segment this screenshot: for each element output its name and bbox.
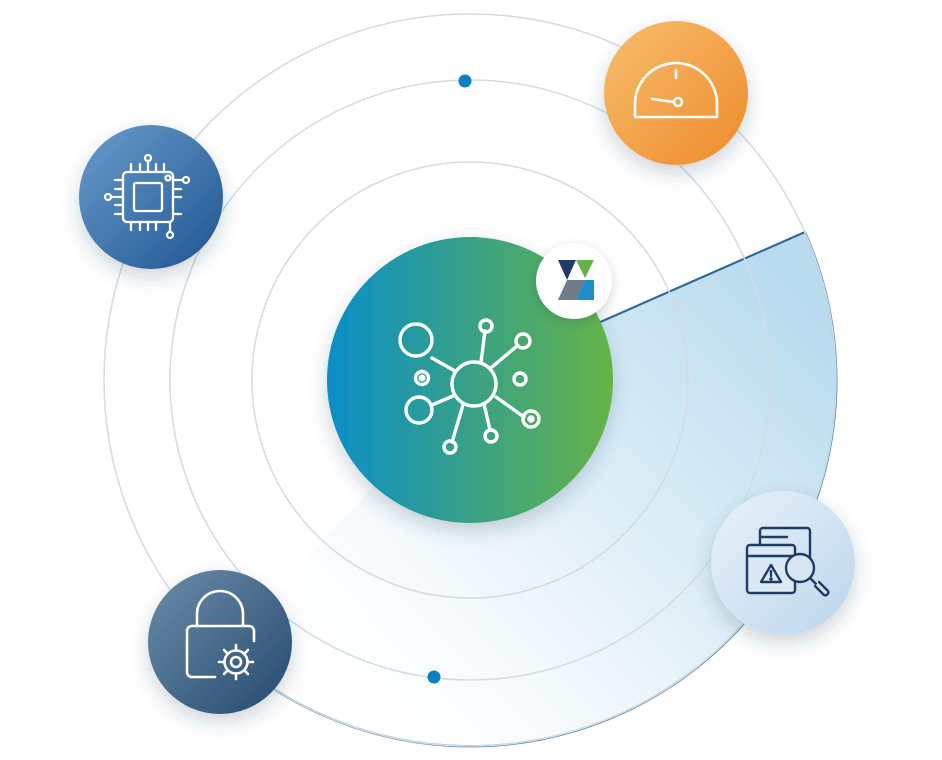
brand-badge <box>536 243 612 319</box>
orbit-dot-bottom <box>427 670 441 684</box>
hub-node <box>327 237 613 523</box>
alert-window-search-icon <box>745 526 830 597</box>
speedometer-icon <box>633 61 719 119</box>
lock-node[interactable] <box>148 570 292 714</box>
gauge-node[interactable] <box>604 21 748 165</box>
chip-node[interactable] <box>79 125 223 269</box>
orbit-ring-outer <box>103 13 837 747</box>
lock-gear-icon <box>185 589 256 681</box>
orbit-ring-inner <box>251 161 689 599</box>
orbit-dot-top <box>458 74 472 88</box>
brand-logo-icon <box>558 260 594 300</box>
processor-chip-icon <box>103 153 191 240</box>
highlight-sector-radius <box>597 230 806 325</box>
search-node[interactable] <box>711 491 855 635</box>
network-icon <box>398 318 541 455</box>
